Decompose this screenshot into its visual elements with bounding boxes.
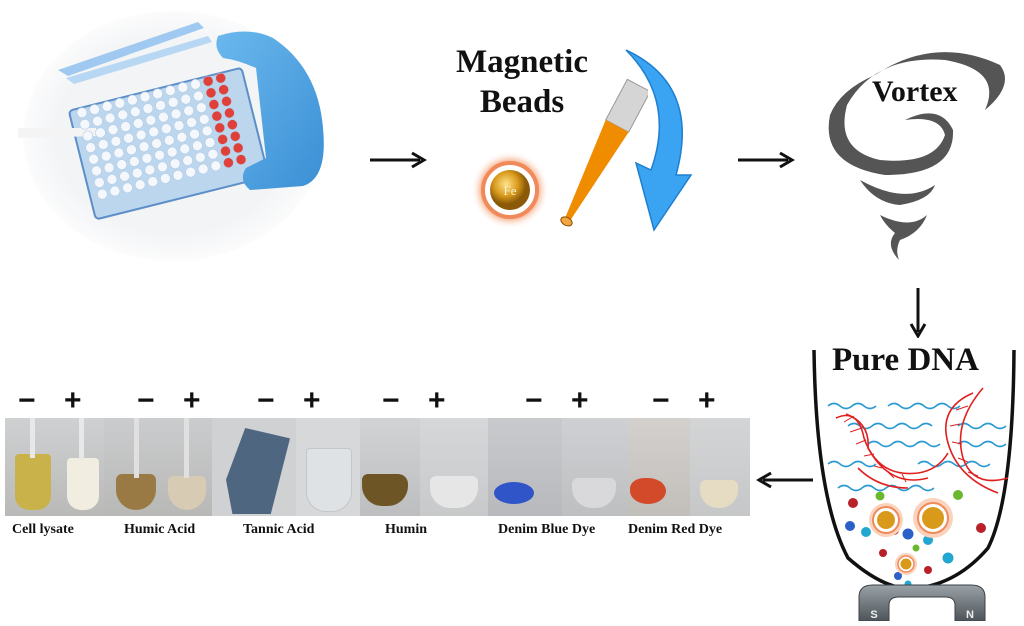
tube-humic-acid-plus xyxy=(162,418,212,516)
caption-humin: Humin xyxy=(385,522,428,537)
arrow-right-icon xyxy=(368,150,428,175)
caption-denim-red-dye: Denim Red Dye xyxy=(628,522,723,537)
magnetic-beads-title: Magnetic Beads xyxy=(456,44,588,120)
pure-dna-tube xyxy=(808,348,1023,603)
plus-sign: + xyxy=(303,384,321,417)
minus-sign: − xyxy=(525,384,543,417)
tube-cell-lysate-minus xyxy=(5,418,63,516)
svg-text:S: S xyxy=(870,609,877,621)
plus-sign: + xyxy=(571,384,589,417)
magnetic-beads-label: Magnetic Beads xyxy=(432,42,612,122)
arrow-down-icon xyxy=(906,288,930,343)
arrow-left-icon xyxy=(755,470,815,495)
caption-tannic-acid: Tannic Acid xyxy=(243,522,315,537)
pipette-tube-icon xyxy=(548,75,651,250)
tube-humin-minus xyxy=(360,418,420,516)
minus-sign: − xyxy=(382,384,400,417)
tube-tannic-acid-plus xyxy=(296,418,360,516)
tube-denim-red-minus xyxy=(628,418,690,516)
tube-denim-blue-plus xyxy=(562,418,628,516)
minus-sign: − xyxy=(137,384,155,417)
tube-tannic-acid-minus xyxy=(212,418,296,516)
plus-sign: + xyxy=(428,384,446,417)
pure-dna-label: Pure DNA xyxy=(832,342,979,378)
caption-cell-lysate: Cell lysate xyxy=(12,522,74,537)
minus-sign: − xyxy=(257,384,275,417)
tube-cell-lysate-plus xyxy=(63,418,104,516)
fe-bead-icon: Fe xyxy=(470,150,550,235)
tube-denim-blue-minus xyxy=(488,418,562,516)
horseshoe-magnet-icon: S N xyxy=(857,583,987,626)
caption-denim-blue-dye: Denim Blue Dye xyxy=(498,522,596,537)
svg-text:Fe: Fe xyxy=(504,183,517,198)
plus-sign: + xyxy=(183,384,201,417)
tube-denim-red-plus xyxy=(690,418,750,516)
vortex-swirl-icon xyxy=(825,35,1015,270)
minus-sign: − xyxy=(18,384,36,417)
vortex-label: Vortex xyxy=(872,75,958,108)
swirl-arrow-icon xyxy=(606,45,706,240)
minus-sign: − xyxy=(652,384,670,417)
svg-text:N: N xyxy=(966,609,974,621)
arrow-right-icon xyxy=(736,150,796,175)
plus-sign: + xyxy=(64,384,82,417)
well-plate xyxy=(72,68,251,204)
plus-sign: + xyxy=(698,384,716,417)
tube-humic-acid-minus xyxy=(104,418,162,516)
caption-humic-acid: Humic Acid xyxy=(124,522,196,537)
tube-humin-plus xyxy=(420,418,488,516)
